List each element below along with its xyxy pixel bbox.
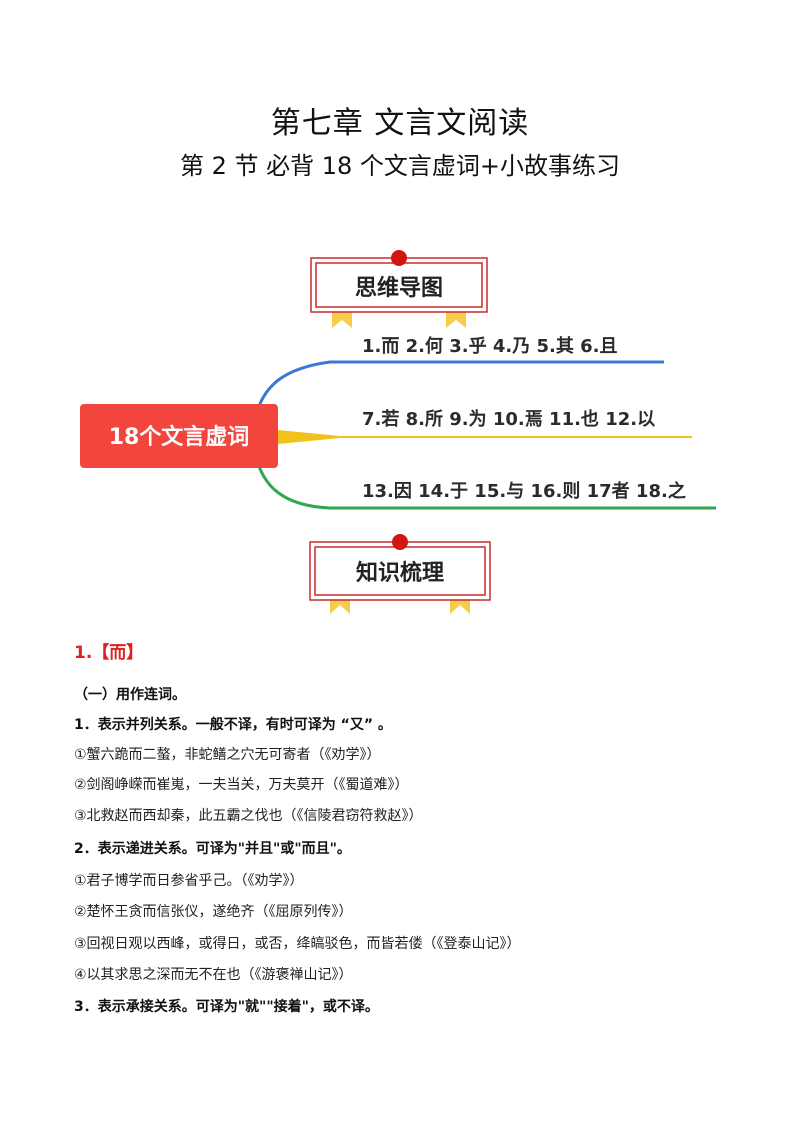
content-line: （一）用作连词。 xyxy=(74,687,186,703)
content-line: 1．表示并列关系。一般不译，有时可译为 “又” 。 xyxy=(74,717,392,733)
page-title: 第七章 文言文阅读 xyxy=(270,106,530,141)
branch-3-text: 13.因 14.于 15.与 16.则 17者 18.之 xyxy=(362,480,686,502)
mindmap-badge: 思维导图 xyxy=(310,250,488,328)
content-line: 3．表示承接关系。可译为"就""接着"，或不译。 xyxy=(74,999,379,1015)
content-line: ③北救赵而西却秦，此五霸之伐也（《信陵君窃符救赵》） xyxy=(74,808,423,824)
mind-map-diagram: 思维导图 1.而 2.何 3.乎 4.乃 5.其 6.且 7.若 8.所 9.为… xyxy=(80,250,716,510)
mindmap-badge-label: 思维导图 xyxy=(355,275,443,301)
branch-1-text: 1.而 2.何 3.乎 4.乃 5.其 6.且 xyxy=(362,335,618,357)
knowledge-badge-label: 知识梳理 xyxy=(356,560,444,586)
content-line: ②剑阁峥嵘而崔嵬，一夫当关，万夫莫开（《蜀道难》） xyxy=(74,777,409,793)
content-line: ②楚怀王贪而信张仪，遂绝齐（《屈原列传》） xyxy=(74,904,353,920)
page-subtitle: 第 2 节 必背 18 个文言虚词+小故事练习 xyxy=(179,152,621,180)
content-line: ③回视日观以西峰，或得日，或否，绛皜驳色，而皆若偻（《登泰山记》） xyxy=(74,936,521,952)
content-line: ①君子博学而日参省乎己。（《劝学》） xyxy=(74,873,304,889)
section-heading: 1.【而】 xyxy=(74,643,144,663)
content-line: ①蟹六跪而二螯，非蛇鳝之穴无可寄者（《劝学》） xyxy=(74,747,381,763)
content-line: 2．表示递进关系。可译为"并且"或"而且"。 xyxy=(74,841,351,857)
knowledge-badge: 知识梳理 xyxy=(309,534,491,614)
branch-2-text: 7.若 8.所 9.为 10.焉 11.也 12.以 xyxy=(362,408,655,430)
central-node xyxy=(80,404,278,468)
branch-connector-2 xyxy=(278,430,692,444)
central-node-label: 18个文言虚词 xyxy=(109,424,250,450)
content-line: ④以其求思之深而无不在也（《游褒禅山记》） xyxy=(74,967,353,983)
